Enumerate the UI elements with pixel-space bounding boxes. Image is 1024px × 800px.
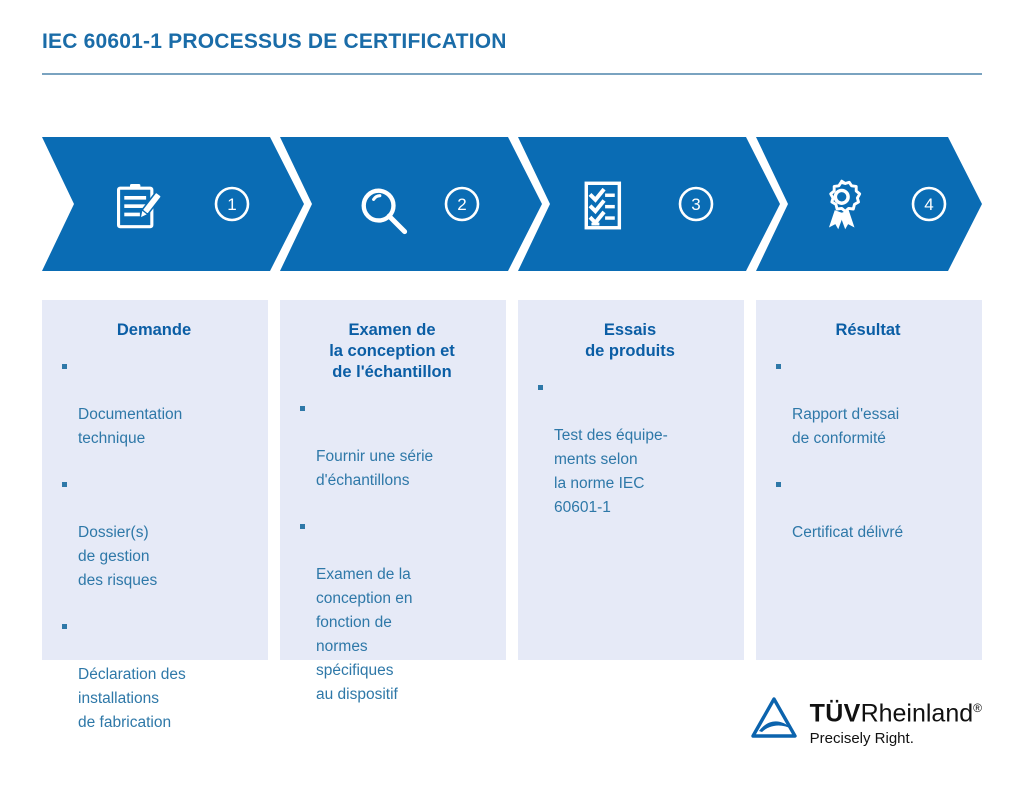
tuv-rheinland-logo: TÜVRheinland® Precisely Right.: [750, 694, 982, 749]
chevron-step-1: 1: [42, 137, 304, 271]
card-title: Résultat: [835, 321, 901, 339]
logo-wordmark: TÜVRheinland®: [810, 694, 982, 727]
step-detail-cards: Demande Documentation technique Dossier(…: [42, 300, 982, 731]
list-item-text: Dossier(s) de gestion des risques: [78, 524, 158, 589]
list-item-text: Documentation technique: [78, 406, 183, 447]
card-title: Essais de produits: [585, 321, 675, 360]
step-card-3: Essais de produits Test des équipe- ment…: [518, 300, 744, 660]
list-item-text: Fournir une série d'échantillons: [316, 448, 434, 489]
svg-text:3: 3: [691, 195, 700, 214]
list-item: Certificat délivré: [774, 473, 962, 545]
card-bullet-list: Test des équipe- ments selon la norme IE…: [536, 376, 724, 520]
list-item: Dossier(s) de gestion des risques: [60, 473, 248, 593]
logo-rheinland: Rheinland: [860, 699, 974, 728]
step-card-1: Demande Documentation technique Dossier(…: [42, 300, 268, 731]
card-title: Demande: [116, 321, 192, 339]
step-number-badge-1: 1: [214, 186, 250, 222]
card-bullet-list: Fournir une série d'échantillons Examen …: [298, 397, 486, 707]
list-item: Test des équipe- ments selon la norme IE…: [536, 376, 724, 520]
page-title: IEC 60601-1 PROCESSUS DE CERTIFICATION: [42, 30, 507, 53]
step-card-4: Résultat Rapport d'essai de conformité C…: [756, 300, 982, 660]
list-item: Examen de la conception en fonction de n…: [298, 515, 486, 707]
bullet-square-icon: [62, 482, 67, 487]
bullet-square-icon: [62, 364, 67, 369]
bullet-square-icon: [300, 406, 305, 411]
bullet-square-icon: [62, 624, 67, 629]
bullet-square-icon: [776, 482, 781, 487]
step-number-badge-4: 4: [911, 186, 947, 222]
svg-text:2: 2: [457, 195, 466, 214]
list-item-text: Rapport d'essai de conformité: [792, 406, 900, 447]
list-item: Rapport d'essai de conformité: [774, 355, 962, 451]
header: IEC 60601-1 PROCESSUS DE CERTIFICATION: [42, 28, 982, 75]
card-bullet-list: Documentation technique Dossier(s) de ge…: [60, 355, 248, 735]
chevron-step-3: 3: [518, 137, 780, 271]
list-item: Fournir une série d'échantillons: [298, 397, 486, 493]
step-number-badge-3: 3: [678, 186, 714, 222]
chevron-step-4: 4: [756, 137, 982, 271]
list-item-text: Test des équipe- ments selon la norme IE…: [554, 427, 668, 516]
list-item: Déclaration des installations de fabrica…: [60, 615, 248, 735]
title-divider: [42, 73, 982, 75]
logo-tuv: TÜV: [809, 699, 861, 728]
bullet-square-icon: [538, 385, 543, 390]
logo-text-block: TÜVRheinland® Precisely Right.: [810, 694, 982, 749]
svg-text:1: 1: [227, 195, 236, 214]
card-title: Examen de la conception et de l'échantil…: [329, 321, 455, 381]
list-item: Documentation technique: [60, 355, 248, 451]
logo-tagline: Precisely Right.: [809, 730, 914, 748]
bullet-square-icon: [776, 364, 781, 369]
card-bullet-list: Rapport d'essai de conformité Certificat…: [774, 355, 962, 545]
list-item-text: Déclaration des installations de fabrica…: [78, 666, 186, 731]
list-item-text: Examen de la conception en fonction de n…: [316, 566, 413, 703]
bullet-square-icon: [300, 524, 305, 529]
svg-text:4: 4: [924, 195, 933, 214]
process-step-band: 1 2 3: [42, 137, 982, 271]
chevron-step-2: 2: [280, 137, 542, 271]
registered-trademark-icon: ®: [973, 701, 982, 715]
tuv-triangle-icon: [750, 696, 798, 745]
step-number-badge-2: 2: [444, 186, 480, 222]
step-card-2: Examen de la conception et de l'échantil…: [280, 300, 506, 703]
list-item-text: Certificat délivré: [792, 524, 904, 541]
